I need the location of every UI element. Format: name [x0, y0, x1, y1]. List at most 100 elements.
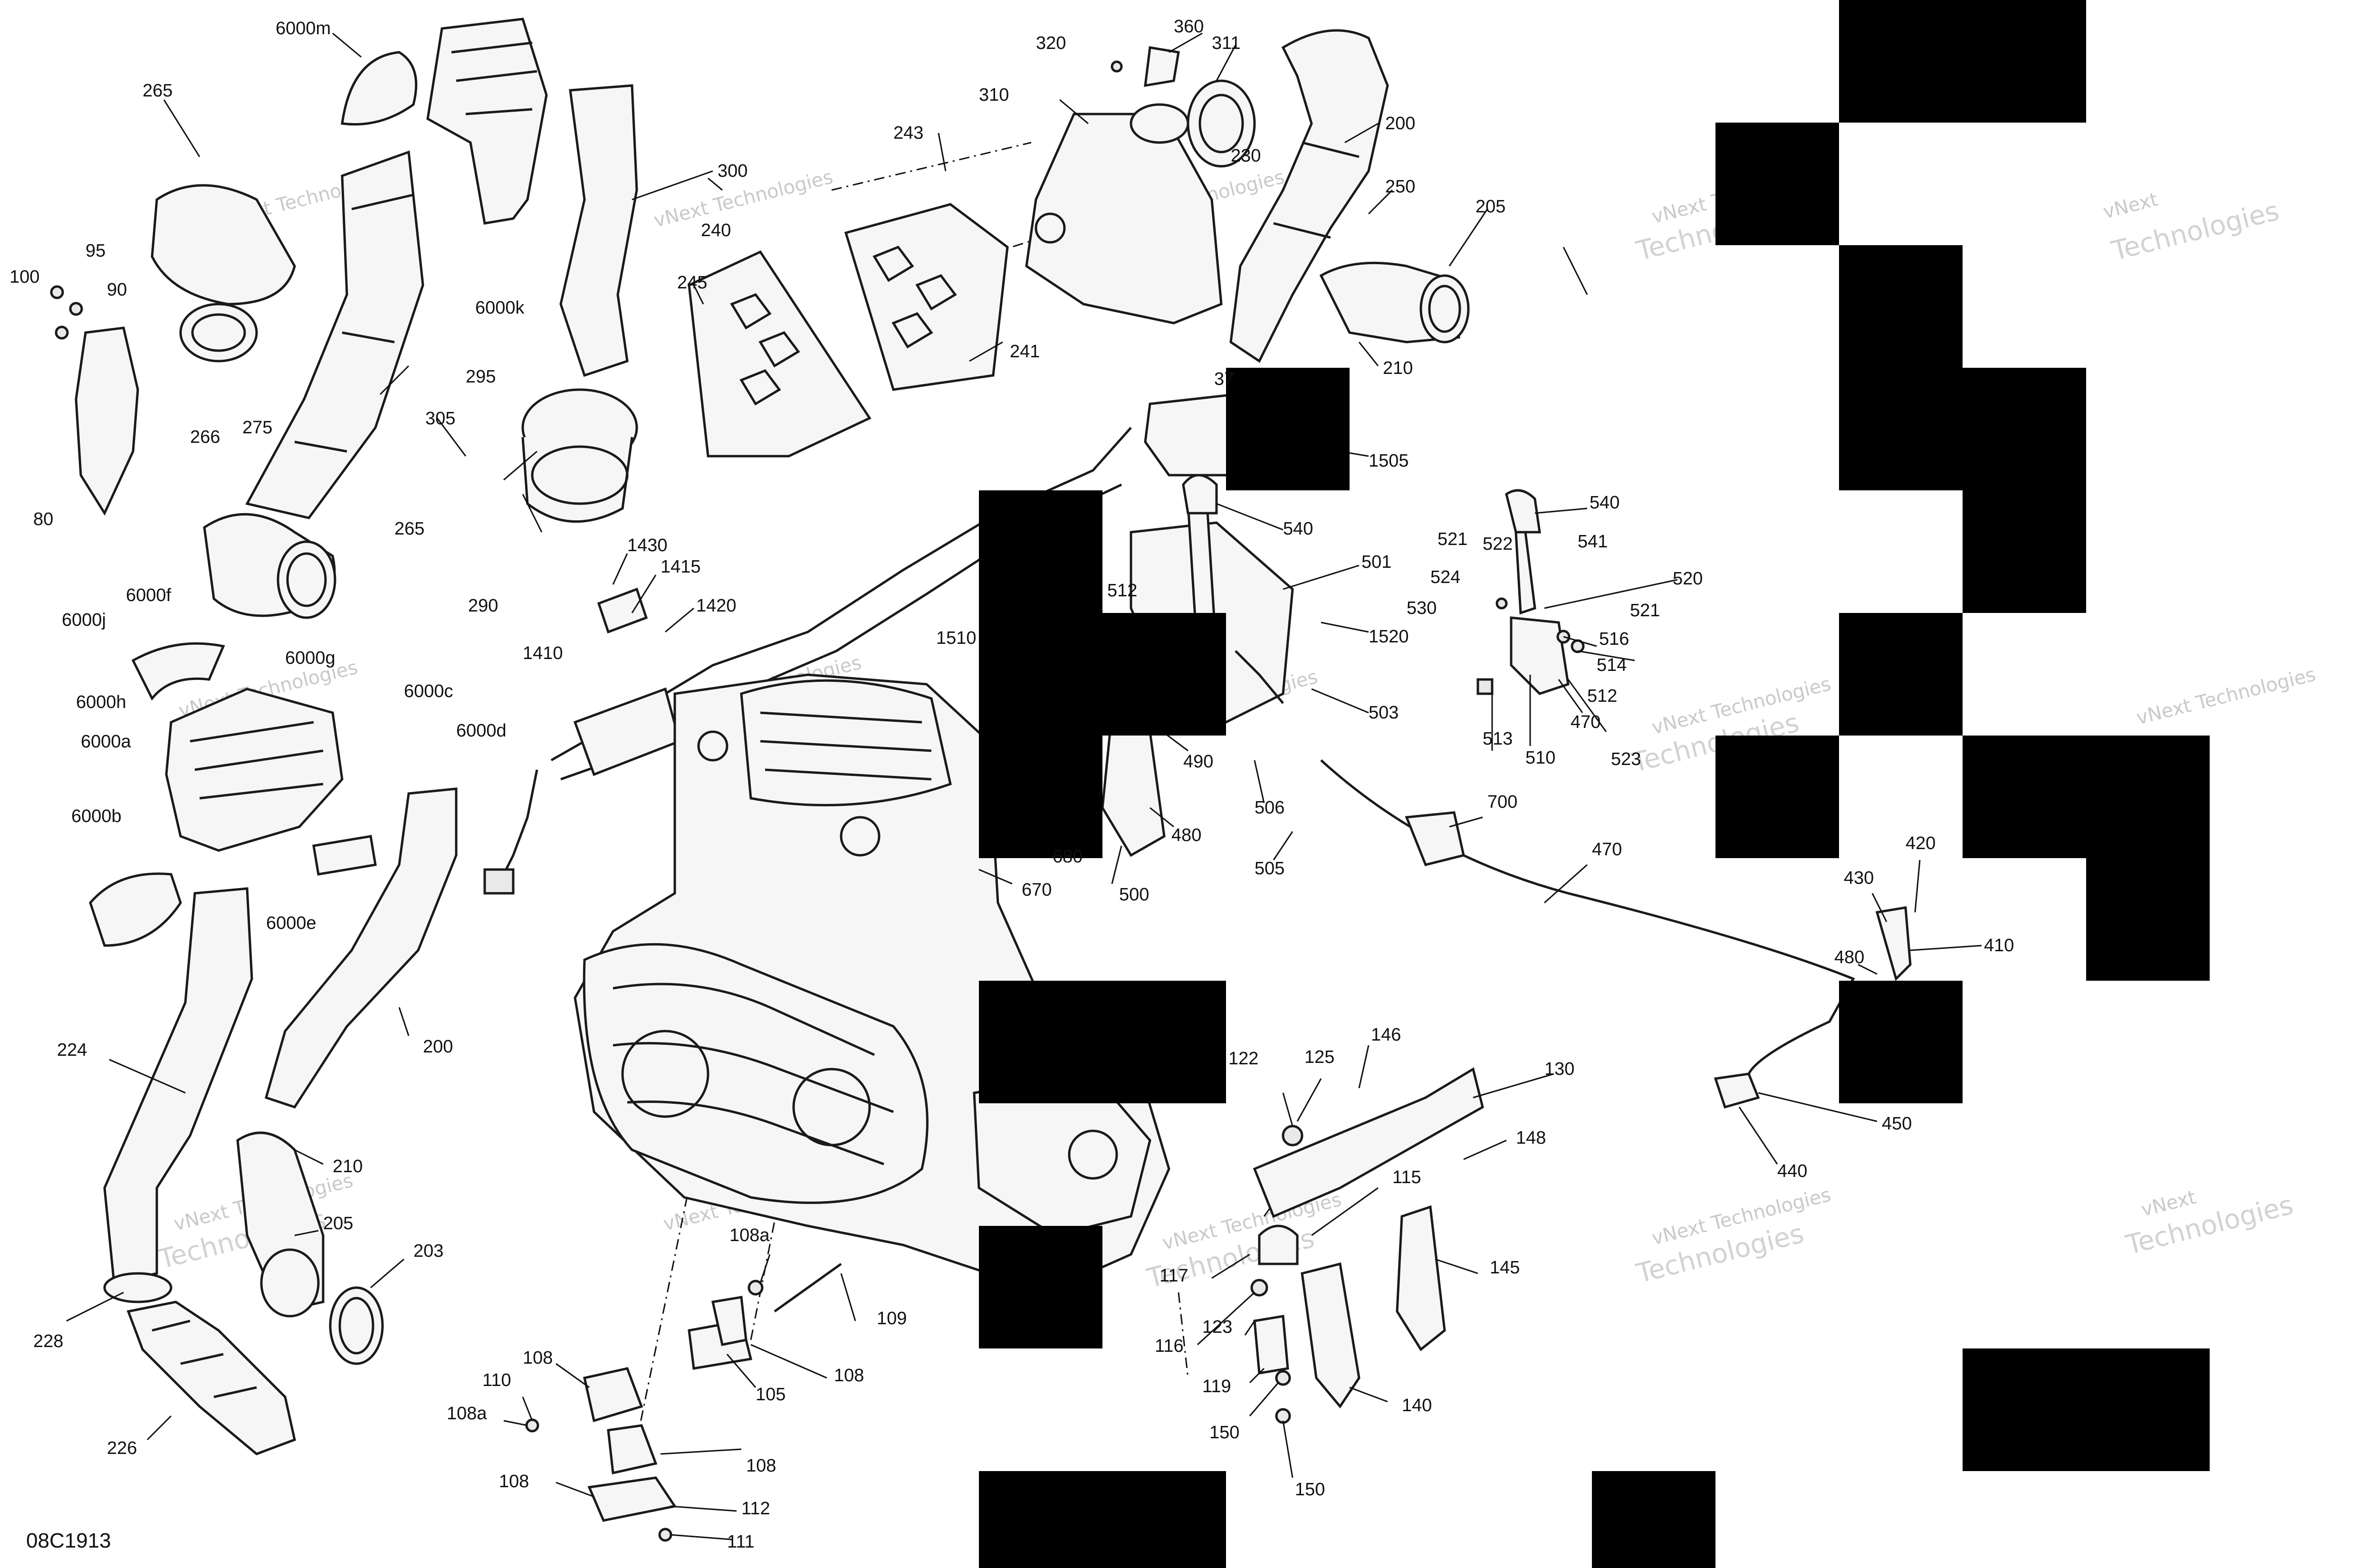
- elbow-205-210: [1319, 261, 1470, 344]
- callout-480: 480: [1834, 947, 1864, 967]
- callout-1415: 1415: [661, 557, 701, 577]
- redaction-block: [1226, 368, 1350, 490]
- callout-506: 506: [1255, 798, 1284, 818]
- callout-1410: 1410: [523, 643, 563, 663]
- callout-700: 700: [1487, 792, 1517, 812]
- callout-440: 440: [1777, 1161, 1807, 1181]
- callout-1510: 1510: [936, 628, 977, 648]
- callout-1430: 1430: [627, 535, 668, 555]
- callout-266: 266: [190, 427, 220, 447]
- callout-80: 80: [33, 509, 53, 529]
- callout-514: 514: [1597, 655, 1627, 675]
- callout-108: 108: [746, 1456, 776, 1476]
- callout-100: 100: [10, 267, 39, 287]
- callout-512: 512: [1587, 686, 1617, 706]
- callout-37: 37: [1214, 369, 1234, 389]
- callout-360: 360: [1174, 17, 1204, 37]
- callout-1505: 1505: [1369, 451, 1409, 471]
- callout-295: 295: [466, 367, 496, 387]
- callout-122: 122: [1228, 1049, 1258, 1069]
- callout-510: 510: [1525, 748, 1555, 768]
- callout-470: 470: [1592, 840, 1622, 860]
- callout-115: 115: [1392, 1167, 1421, 1187]
- callout-150: 150: [1295, 1480, 1325, 1500]
- redaction-block: [1963, 1348, 2210, 1471]
- boot-205-210-203: [236, 1131, 384, 1365]
- callout-230: 230: [1231, 146, 1261, 166]
- callout-490: 490: [1183, 752, 1213, 772]
- callout-105: 105: [756, 1385, 786, 1405]
- callout-117: 117: [1159, 1266, 1188, 1286]
- callout-290: 290: [468, 596, 498, 616]
- shift-lever-assembly-510-540: [1476, 489, 1585, 695]
- hose-226: [126, 1300, 296, 1455]
- redaction-block: [1839, 613, 1963, 736]
- intake-duct-300: [559, 84, 638, 377]
- callout-228: 228: [33, 1331, 63, 1351]
- callout-150: 150: [1209, 1423, 1239, 1443]
- callout-523: 523: [1611, 749, 1641, 769]
- redaction-blocks: [979, 0, 2210, 1568]
- seal-311-230: [1187, 79, 1256, 168]
- callout-241: 241: [1010, 342, 1040, 362]
- callout-210: 210: [333, 1157, 363, 1176]
- callout-250: 250: [1385, 177, 1415, 197]
- callout-420: 420: [1906, 833, 1935, 853]
- callout-265: 265: [394, 519, 424, 539]
- callout-110: 110: [482, 1370, 511, 1390]
- callout-275: 275: [242, 418, 272, 438]
- callout-6000b: 6000b: [71, 806, 122, 826]
- callout-205: 205: [323, 1214, 353, 1233]
- callout-6000k: 6000k: [475, 298, 525, 318]
- grille-6000e: [312, 835, 377, 876]
- callout-148: 148: [1516, 1128, 1546, 1148]
- callout-513: 513: [1483, 729, 1513, 749]
- redaction-block: [1592, 1471, 1715, 1568]
- callout-140: 140: [1402, 1396, 1432, 1415]
- callout-203: 203: [413, 1241, 443, 1261]
- callout-522: 522: [1483, 534, 1513, 554]
- callout-430: 430: [1844, 868, 1874, 888]
- callout-501: 501: [1361, 552, 1391, 572]
- callout-410: 410: [1984, 936, 2014, 956]
- callout-503: 503: [1369, 703, 1399, 723]
- callout-210: 210: [1383, 358, 1413, 378]
- callout-6000a: 6000a: [81, 732, 132, 752]
- redaction-block: [1839, 0, 2086, 123]
- inlet-6000f-6000j: [131, 642, 225, 701]
- callout-305: 305: [425, 409, 455, 429]
- callout-512: 512: [1107, 581, 1137, 601]
- callout-130: 130: [1544, 1059, 1574, 1079]
- leader-lines: [66, 32, 1982, 1540]
- air-filter-241-243: [844, 203, 1009, 391]
- callout-95: 95: [86, 241, 105, 261]
- callout-320: 320: [1036, 33, 1066, 53]
- redaction-block: [979, 1471, 1226, 1568]
- callout-116: 116: [1155, 1336, 1184, 1356]
- redaction-block: [1963, 736, 2210, 858]
- watermark: vNext: [2101, 189, 2160, 223]
- callout-516: 516: [1599, 629, 1629, 649]
- redaction-block: [979, 981, 1226, 1103]
- callout-108a: 108a: [729, 1225, 770, 1245]
- callout-6000g: 6000g: [285, 648, 335, 668]
- callout-450: 450: [1882, 1114, 1912, 1134]
- callout-6000j: 6000j: [62, 610, 106, 630]
- callout-226: 226: [107, 1438, 137, 1458]
- inlet-housing-6000a: [165, 688, 344, 852]
- callout-310: 310: [979, 85, 1009, 105]
- redaction-block: [2086, 858, 2210, 981]
- callout-123: 123: [1202, 1317, 1232, 1337]
- callout-245: 245: [677, 273, 707, 293]
- redaction-block: [1963, 490, 2086, 613]
- callout-670: 670: [1022, 880, 1052, 900]
- callout-205: 205: [1475, 197, 1505, 217]
- boot-295-290: [521, 388, 638, 523]
- callout-500: 500: [1119, 885, 1149, 905]
- callout-224: 224: [57, 1040, 87, 1060]
- callout-119: 119: [1202, 1377, 1231, 1396]
- callout-1520: 1520: [1369, 627, 1409, 647]
- cable-clip-700: [1405, 811, 1465, 866]
- cable-bracket-410-440: [1714, 906, 1912, 1109]
- duct-305: [245, 150, 424, 519]
